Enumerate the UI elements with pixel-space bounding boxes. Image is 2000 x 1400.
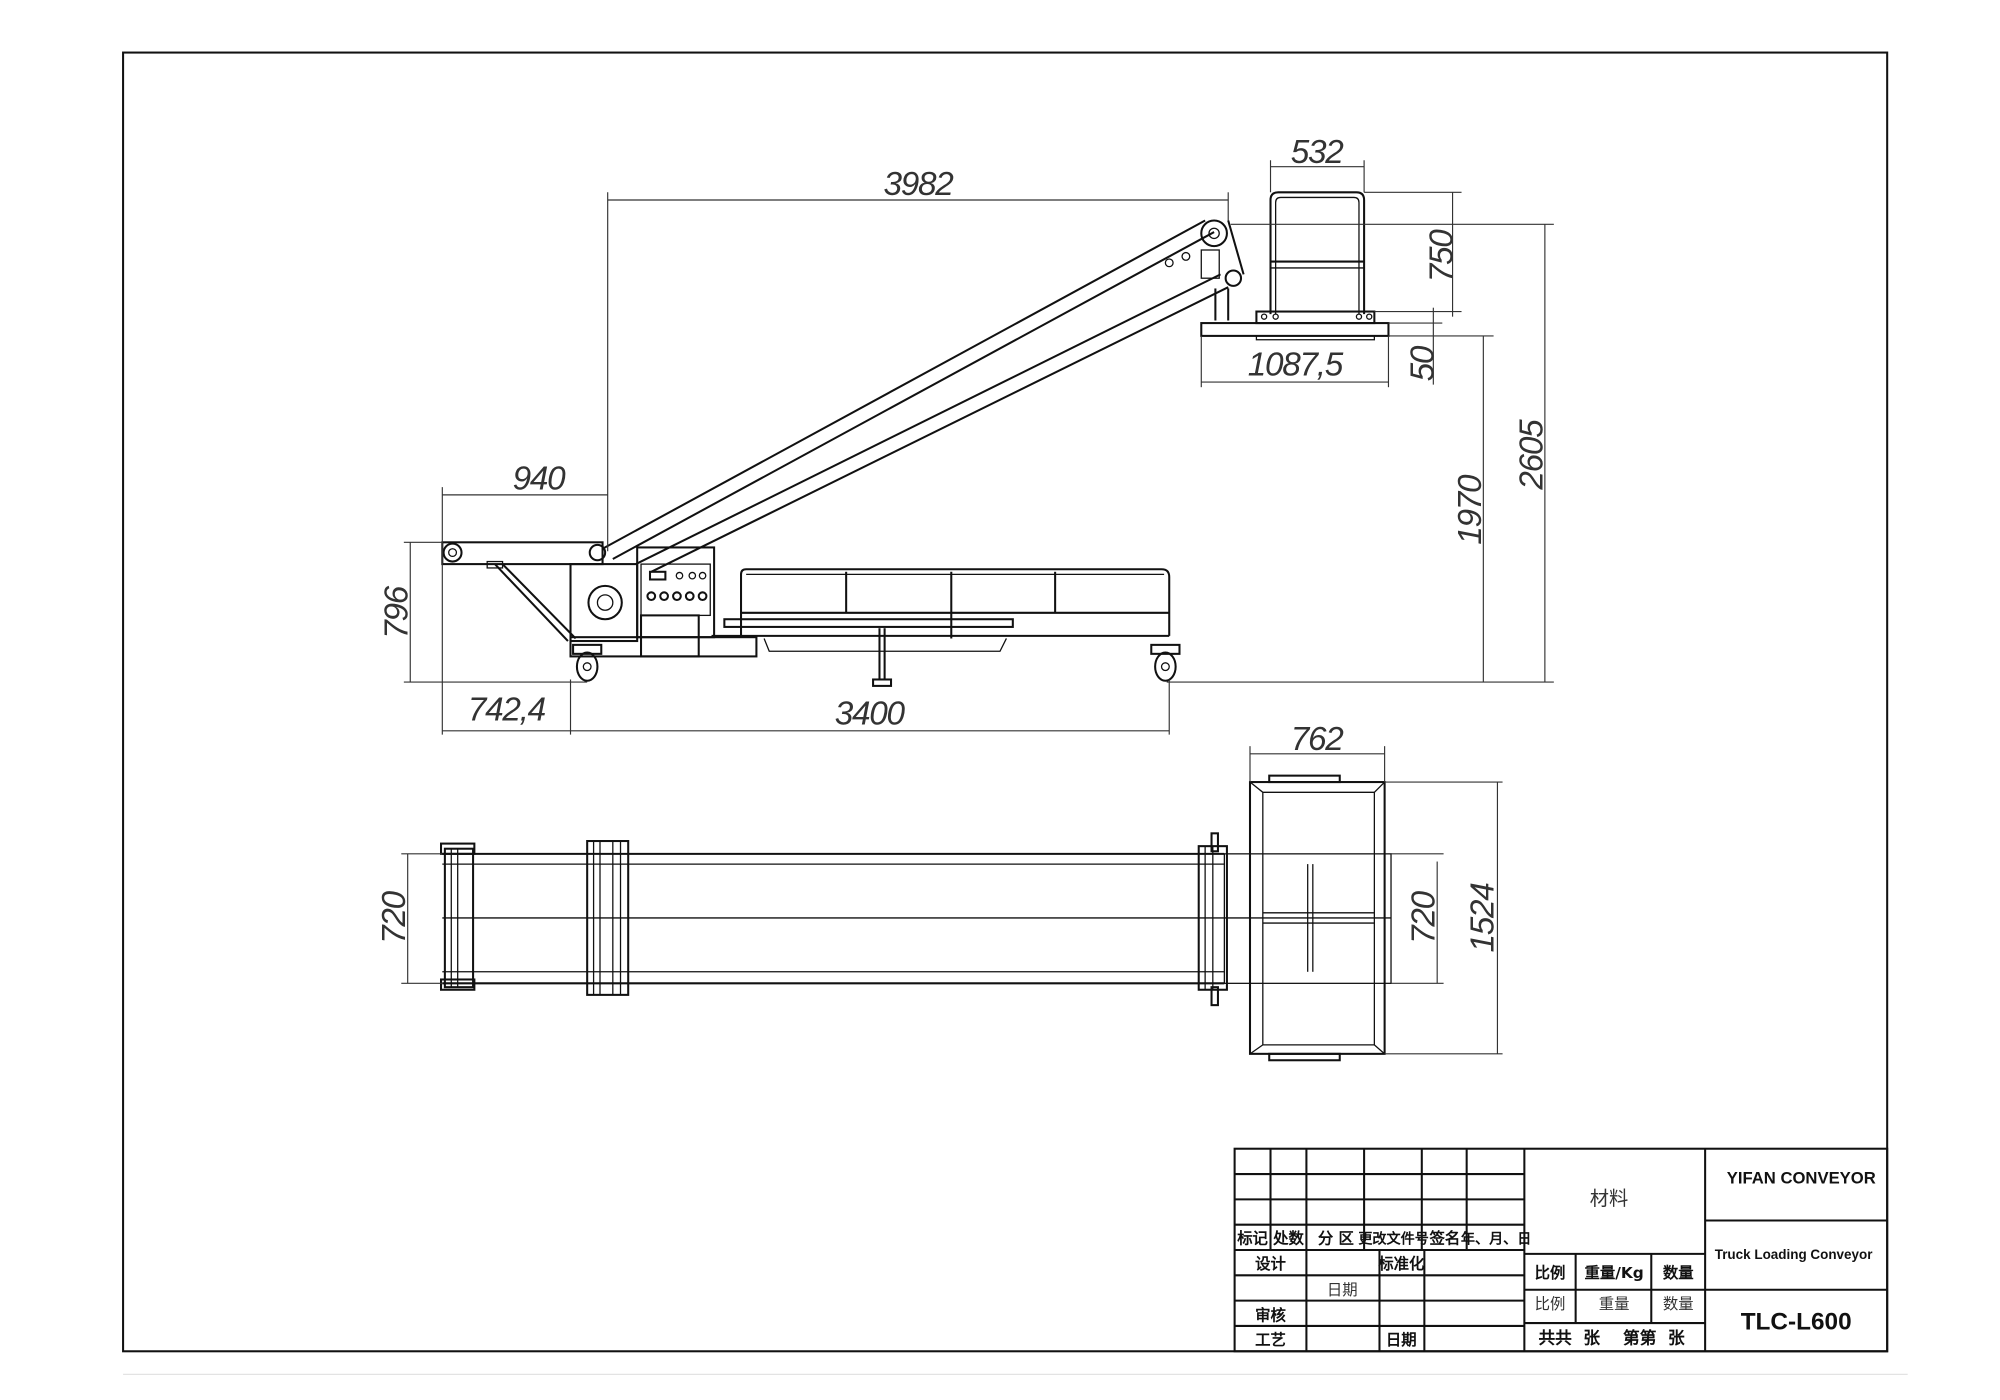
sheet-border [122,51,1889,1353]
label-review: 审核 [1255,1306,1286,1325]
label-design: 设计 [1255,1254,1286,1273]
label-sheets-total: 共共 张 [1538,1329,1600,1348]
label-sheet-number: 第第 张 [1623,1328,1685,1348]
dim-1970: 1970 [1452,474,1489,545]
dim-742-4: 742,4 [468,692,546,729]
side-view-dimensions [403,160,1554,735]
dim-50: 50 [1404,345,1441,381]
label-material: 材料 [1590,1187,1628,1210]
top-middle-pulley [586,840,630,996]
label-date: 日期 [1327,1281,1358,1299]
model-number: TLC-L600 [1741,1308,1852,1335]
side-railing [740,568,1171,636]
top-platform [1223,774,1392,1062]
top-view-dimensions [401,746,1503,1055]
dim-762: 762 [1291,721,1345,758]
side-view: 3982 532 750 1087,5 50 2605 1970 940 796… [379,134,1554,735]
dim-1087-5: 1087,5 [1248,347,1344,384]
dim-720-right: 720 [1406,890,1443,944]
label-scale: 比例 [1535,1263,1566,1282]
feeder-section [441,541,607,642]
wheel-left [572,643,603,682]
company-name: YIFAN CONVEYOR [1727,1168,1876,1187]
dim-720-left: 720 [376,890,413,944]
chassis [569,546,1181,687]
label-quantity-2: 数量 [1663,1295,1694,1313]
label-weight-kg: 重量/Kg [1584,1263,1643,1282]
dim-750: 750 [1424,229,1461,283]
inclined-conveyor-boom [602,219,1245,573]
dim-3400: 3400 [835,695,906,732]
loading-platform [1200,191,1390,341]
dim-3982: 3982 [883,166,954,203]
label-process: 工艺 [1255,1330,1286,1349]
motor [587,584,623,621]
dim-1524: 1524 [1465,883,1502,953]
wheel-right [1150,643,1181,682]
top-left-pulley [440,842,476,991]
label-weight: 重量 [1599,1295,1630,1313]
top-view: 762 720 720 1524 [376,721,1503,1062]
header-date: 年、月、日 [1461,1231,1531,1248]
header-signature: 签名 [1428,1229,1460,1248]
label-date2: 日期 [1386,1330,1417,1349]
product-name: Truck Loading Conveyor [1715,1247,1873,1262]
header-zone: 分 区 [1318,1230,1354,1248]
title-block: 标记 处数 分 区 更改文件号 签名 年、月、日 设计 标准化 日期 审核 工艺… [1233,1147,1889,1353]
top-head-pulley [1197,832,1228,1007]
dim-532: 532 [1291,134,1345,171]
dim-796: 796 [379,585,416,639]
dim-2605: 2605 [1513,419,1550,491]
header-change-doc: 更改文件号 [1358,1231,1428,1248]
label-quantity: 数量 [1663,1263,1694,1282]
label-scale-2: 比例 [1535,1295,1566,1313]
header-mark: 标记 [1236,1230,1268,1248]
header-count: 处数 [1272,1229,1304,1248]
dim-940: 940 [513,461,567,498]
label-standardization: 标准化 [1377,1254,1425,1273]
